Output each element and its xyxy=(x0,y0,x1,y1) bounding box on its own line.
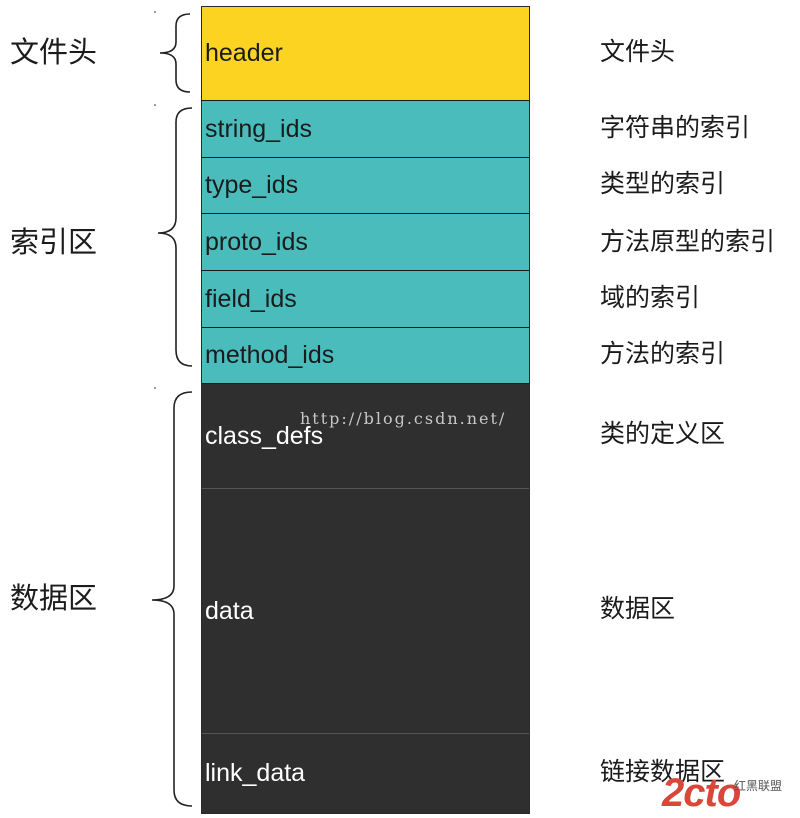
block-label: type_ids xyxy=(205,171,299,199)
brace-file-header xyxy=(159,13,191,93)
logo-main-text: 2cto xyxy=(662,771,741,815)
site-logo: 2cto 红黑联盟 xyxy=(662,771,782,815)
block-string-ids: string_ids xyxy=(202,101,529,158)
block-proto-ids: proto_ids xyxy=(202,214,529,271)
block-header: header xyxy=(202,7,529,101)
group-label-index-area: 索引区 xyxy=(10,225,98,259)
note-proto-ids: 方法原型的索引 xyxy=(600,227,776,256)
note-link-data: 链接数据区 xyxy=(600,757,726,786)
watermark-text: http://blog.csdn.net/ xyxy=(300,409,507,428)
note-data: 数据区 xyxy=(600,594,676,623)
note-header: 文件头 xyxy=(600,37,676,66)
brace-data-area xyxy=(151,391,193,807)
block-method-ids: method_ids xyxy=(202,328,529,384)
block-field-ids: field_ids xyxy=(202,271,529,328)
brace-index-area xyxy=(157,107,193,367)
block-label: field_ids xyxy=(205,284,297,313)
block-label: link_data xyxy=(205,759,306,787)
block-label: proto_ids xyxy=(205,227,308,256)
block-label: data xyxy=(205,596,254,625)
block-label: class_defs xyxy=(205,421,324,450)
group-label-file-header: 文件头 xyxy=(10,35,98,69)
block-label: method_ids xyxy=(205,341,335,369)
block-label: string_ids xyxy=(205,114,312,143)
note-string-ids: 字符串的索引 xyxy=(600,113,751,142)
block-data: data xyxy=(202,489,529,734)
block-class-defs: class_defs xyxy=(202,384,529,489)
group-label-data-area: 数据区 xyxy=(10,581,98,615)
block-label: header xyxy=(205,39,283,67)
note-field-ids: 域的索引 xyxy=(600,283,701,312)
logo-sub-text: 红黑联盟 xyxy=(734,779,783,793)
block-type-ids: type_ids xyxy=(202,158,529,214)
note-type-ids: 类型的索引 xyxy=(600,169,726,198)
note-class-defs: 类的定义区 xyxy=(600,419,726,448)
block-link-data: link_data xyxy=(202,734,529,813)
note-method-ids: 方法的索引 xyxy=(600,339,726,368)
dex-file-structure: header string_ids type_ids proto_ids fie… xyxy=(201,6,530,814)
